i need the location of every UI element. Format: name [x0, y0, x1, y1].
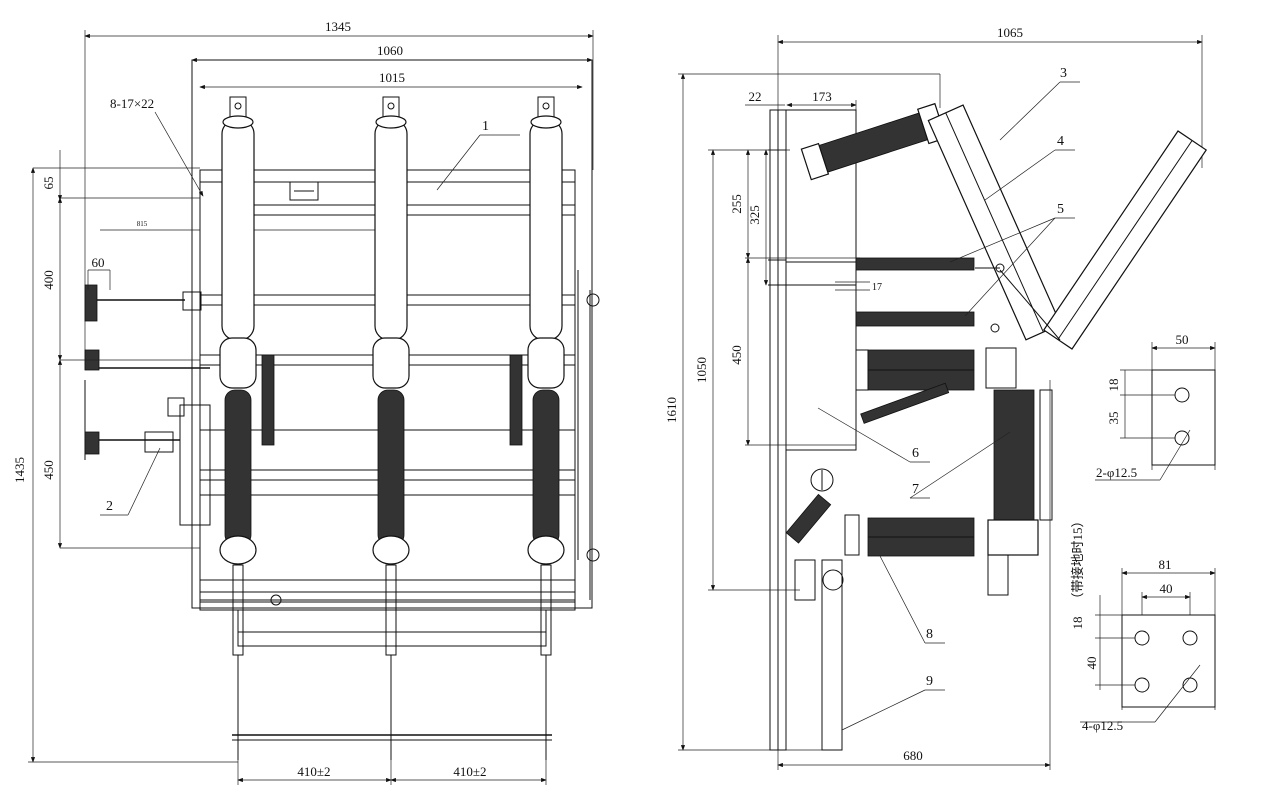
dim-450-front: 450 — [41, 460, 56, 480]
part-8-label: 8 — [926, 627, 933, 642]
part-2-label: 2 — [106, 499, 113, 514]
dim-pitch-left: 410±2 — [297, 764, 330, 779]
front-view: 1345 1060 1015 815 1 8-17×22 — [12, 19, 600, 785]
dim-1065: 1065 — [997, 25, 1023, 40]
terminal-b-inner-width: 40 — [1160, 581, 1173, 596]
terminal-b-outer-width: 81 — [1159, 557, 1172, 572]
terminal-a-holes: 2-φ12.5 — [1096, 465, 1137, 480]
dim-65: 65 — [41, 177, 56, 190]
side-view: 1065 1610 22 173 1050 255 325 — [664, 25, 1208, 770]
dim-60: 60 — [92, 255, 105, 270]
pole-middle — [372, 96, 410, 760]
pole-left — [219, 96, 257, 760]
dim-1435: 1435 — [12, 457, 27, 483]
dim-325: 325 — [747, 205, 762, 225]
dim-1345: 1345 — [325, 19, 351, 34]
part-3-label: 3 — [1060, 66, 1067, 81]
dim-680: 680 — [903, 748, 923, 763]
dim-holes: 8-17×22 — [110, 96, 154, 111]
terminal-detail-4-hole: 81 40 18 40 （带接地时15） 4-φ12.5 — [1070, 514, 1216, 733]
dim-17: 17 — [872, 282, 882, 293]
dim-450-side: 450 — [729, 345, 744, 365]
dim-1610: 1610 — [664, 397, 679, 423]
part-6-label: 6 — [912, 446, 919, 461]
terminal-detail-2-hole: 50 18 35 2-φ12.5 — [1095, 332, 1216, 481]
part-4-label: 4 — [1057, 134, 1064, 149]
dim-173: 173 — [812, 89, 832, 104]
pole-right — [527, 96, 565, 760]
dim-pitch-right: 410±2 — [453, 764, 486, 779]
dim-255: 255 — [729, 194, 744, 214]
terminal-b-h1: 18 — [1070, 617, 1085, 630]
dim-22: 22 — [749, 89, 762, 104]
terminal-a-h2: 35 — [1106, 412, 1121, 425]
part-9-label: 9 — [926, 674, 933, 689]
terminal-a-h1: 18 — [1106, 379, 1121, 392]
terminal-b-h2: 40 — [1084, 657, 1099, 670]
dim-400: 400 — [41, 270, 56, 290]
part-1-label: 1 — [482, 119, 489, 134]
dim-1050: 1050 — [694, 357, 709, 383]
part-5-label: 5 — [1057, 202, 1064, 217]
dim-1015: 1015 — [379, 70, 405, 85]
dim-815: 815 — [137, 220, 148, 228]
terminal-b-holes: 4-φ12.5 — [1082, 718, 1123, 733]
terminal-b-grounding-note: （带接地时15） — [1070, 514, 1085, 605]
part-7-label: 7 — [912, 482, 919, 497]
dim-1060: 1060 — [377, 43, 403, 58]
terminal-a-width: 50 — [1176, 332, 1189, 347]
